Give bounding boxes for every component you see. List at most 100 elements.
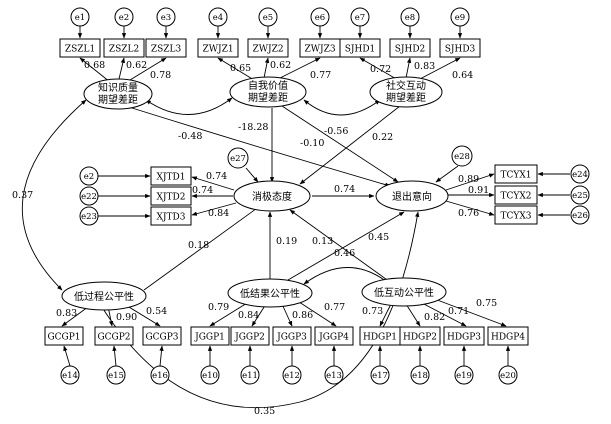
indicator-label: SJHD2 [395,45,426,55]
indicator-label: GCGP3 [145,333,178,343]
latent-tcyx [375,180,449,212]
latent-label: 期望差距 [248,91,288,104]
indicator-label: HDGP3 [447,333,481,343]
latent-sjhd [369,76,443,108]
error-term [498,365,518,385]
top-error-terms: e1 e2 e3 e4 e5 e6 e7 e8 e9 [70,7,470,27]
xjtd-indicators: e2 e22 e23 XJTD1 XJTD2 XJTD3 [79,166,192,226]
error-arrow [112,345,117,367]
coef-label: 0.13 [312,236,333,247]
coef-label: 0.71 [448,306,469,317]
error-label: e16 [152,371,168,381]
indicator-box [197,38,239,58]
latent-label: 消极态度 [252,190,292,203]
bottom-latents: 低过程公平性 低结果公平性 低互动公平性 [61,277,447,311]
coef-label: 0.74 [334,184,355,195]
loading-arrow [445,200,495,216]
error-label: e27 [230,154,246,164]
loading-arrow [405,57,412,79]
error-label: e7 [355,13,365,23]
coef-label: 0.79 [208,302,229,313]
loading-arrow [359,57,399,81]
indicator-label: SJHD1 [345,45,376,55]
loading-arrow [79,57,111,83]
error-label: e25 [572,191,588,201]
indicator-label: ZSZL1 [65,45,95,55]
error-label: e6 [315,13,325,23]
error-label: e5 [263,13,273,23]
indicator-label: JGGP1 [194,333,225,343]
coef-label: 0.64 [452,70,473,81]
error-label: e20 [500,371,516,381]
error-label: e24 [572,170,588,180]
loading-arrow [405,303,421,327]
coefficient-labels: 0.68 0.62 0.78 0.65 0.62 0.77 0.72 0.83 … [12,60,497,417]
latent-label: 社交互动 [386,79,426,92]
latent-label: 低结果公平性 [240,287,300,300]
error-term [60,365,80,385]
coef-label: 0.74 [206,171,227,182]
coef-label: 0.77 [310,70,331,81]
coef-label: 0.68 [84,60,105,71]
error-term [324,365,344,385]
latent-djg [227,278,313,308]
indicator-box [272,326,312,346]
error-term [570,205,590,225]
coef-label: 0.65 [230,63,251,74]
coef-label: -0.48 [178,131,202,142]
path-zwjz-tcyx [281,105,399,183]
error-term [156,7,176,27]
indicator-label: HDGP4 [491,333,525,343]
loading-arrow [123,303,161,327]
error-label: e14 [62,371,78,381]
error-term [310,7,330,27]
coef-label: 0.86 [292,310,313,321]
coef-label: 0.76 [458,208,479,219]
latent-xjtd [233,180,311,212]
error-term [282,365,302,385]
indicator-box [94,326,134,346]
indicator-box [443,326,485,346]
loading-arrow [118,57,125,80]
error-term [79,206,99,226]
coef-label: 0.37 [12,190,33,201]
indicator-box [494,185,538,205]
bottom-error-terms: e14 e15 e16 e10 e11 e12 e13 e17 e18 e19 … [60,365,518,385]
coef-label: 0.74 [192,185,213,196]
error-term [450,7,470,27]
indicator-box [150,206,192,226]
indicator-box [314,326,354,346]
path-zszl-tcyx [131,107,391,187]
indicator-box [150,166,192,186]
indicator-box [103,38,145,58]
error-label: e9 [455,13,465,23]
error-label: e1 [75,13,85,23]
indicator-box [389,38,431,58]
coef-label: 0.46 [334,248,355,259]
error-arrow [159,345,164,367]
error-label: e18 [412,371,428,381]
coef-label: 0.90 [116,312,137,323]
error-term [200,365,220,385]
indicator-label: XJTD1 [157,173,186,183]
indicator-box [494,164,538,184]
indicator-label: JGGP2 [234,333,265,343]
latent-dhd [361,277,447,307]
error-label: e23 [81,212,97,222]
indicator-label: TCYX3 [501,212,532,222]
error-label: e13 [326,371,342,381]
latent-label: 知识质量 [98,81,138,94]
error-term [258,7,278,27]
indicator-box [339,38,381,58]
latent-label: 自我价值 [248,79,288,92]
indicator-label: TCYX2 [501,192,532,202]
indicator-box [44,326,84,346]
latent-zwjz [229,76,307,108]
error-label: e11 [242,371,258,381]
error-term [570,164,590,184]
coef-label: 0.84 [238,310,259,321]
error-label: e22 [81,192,97,202]
indicator-label: JGGP3 [276,333,307,343]
indicator-label: HDGP2 [403,333,437,343]
